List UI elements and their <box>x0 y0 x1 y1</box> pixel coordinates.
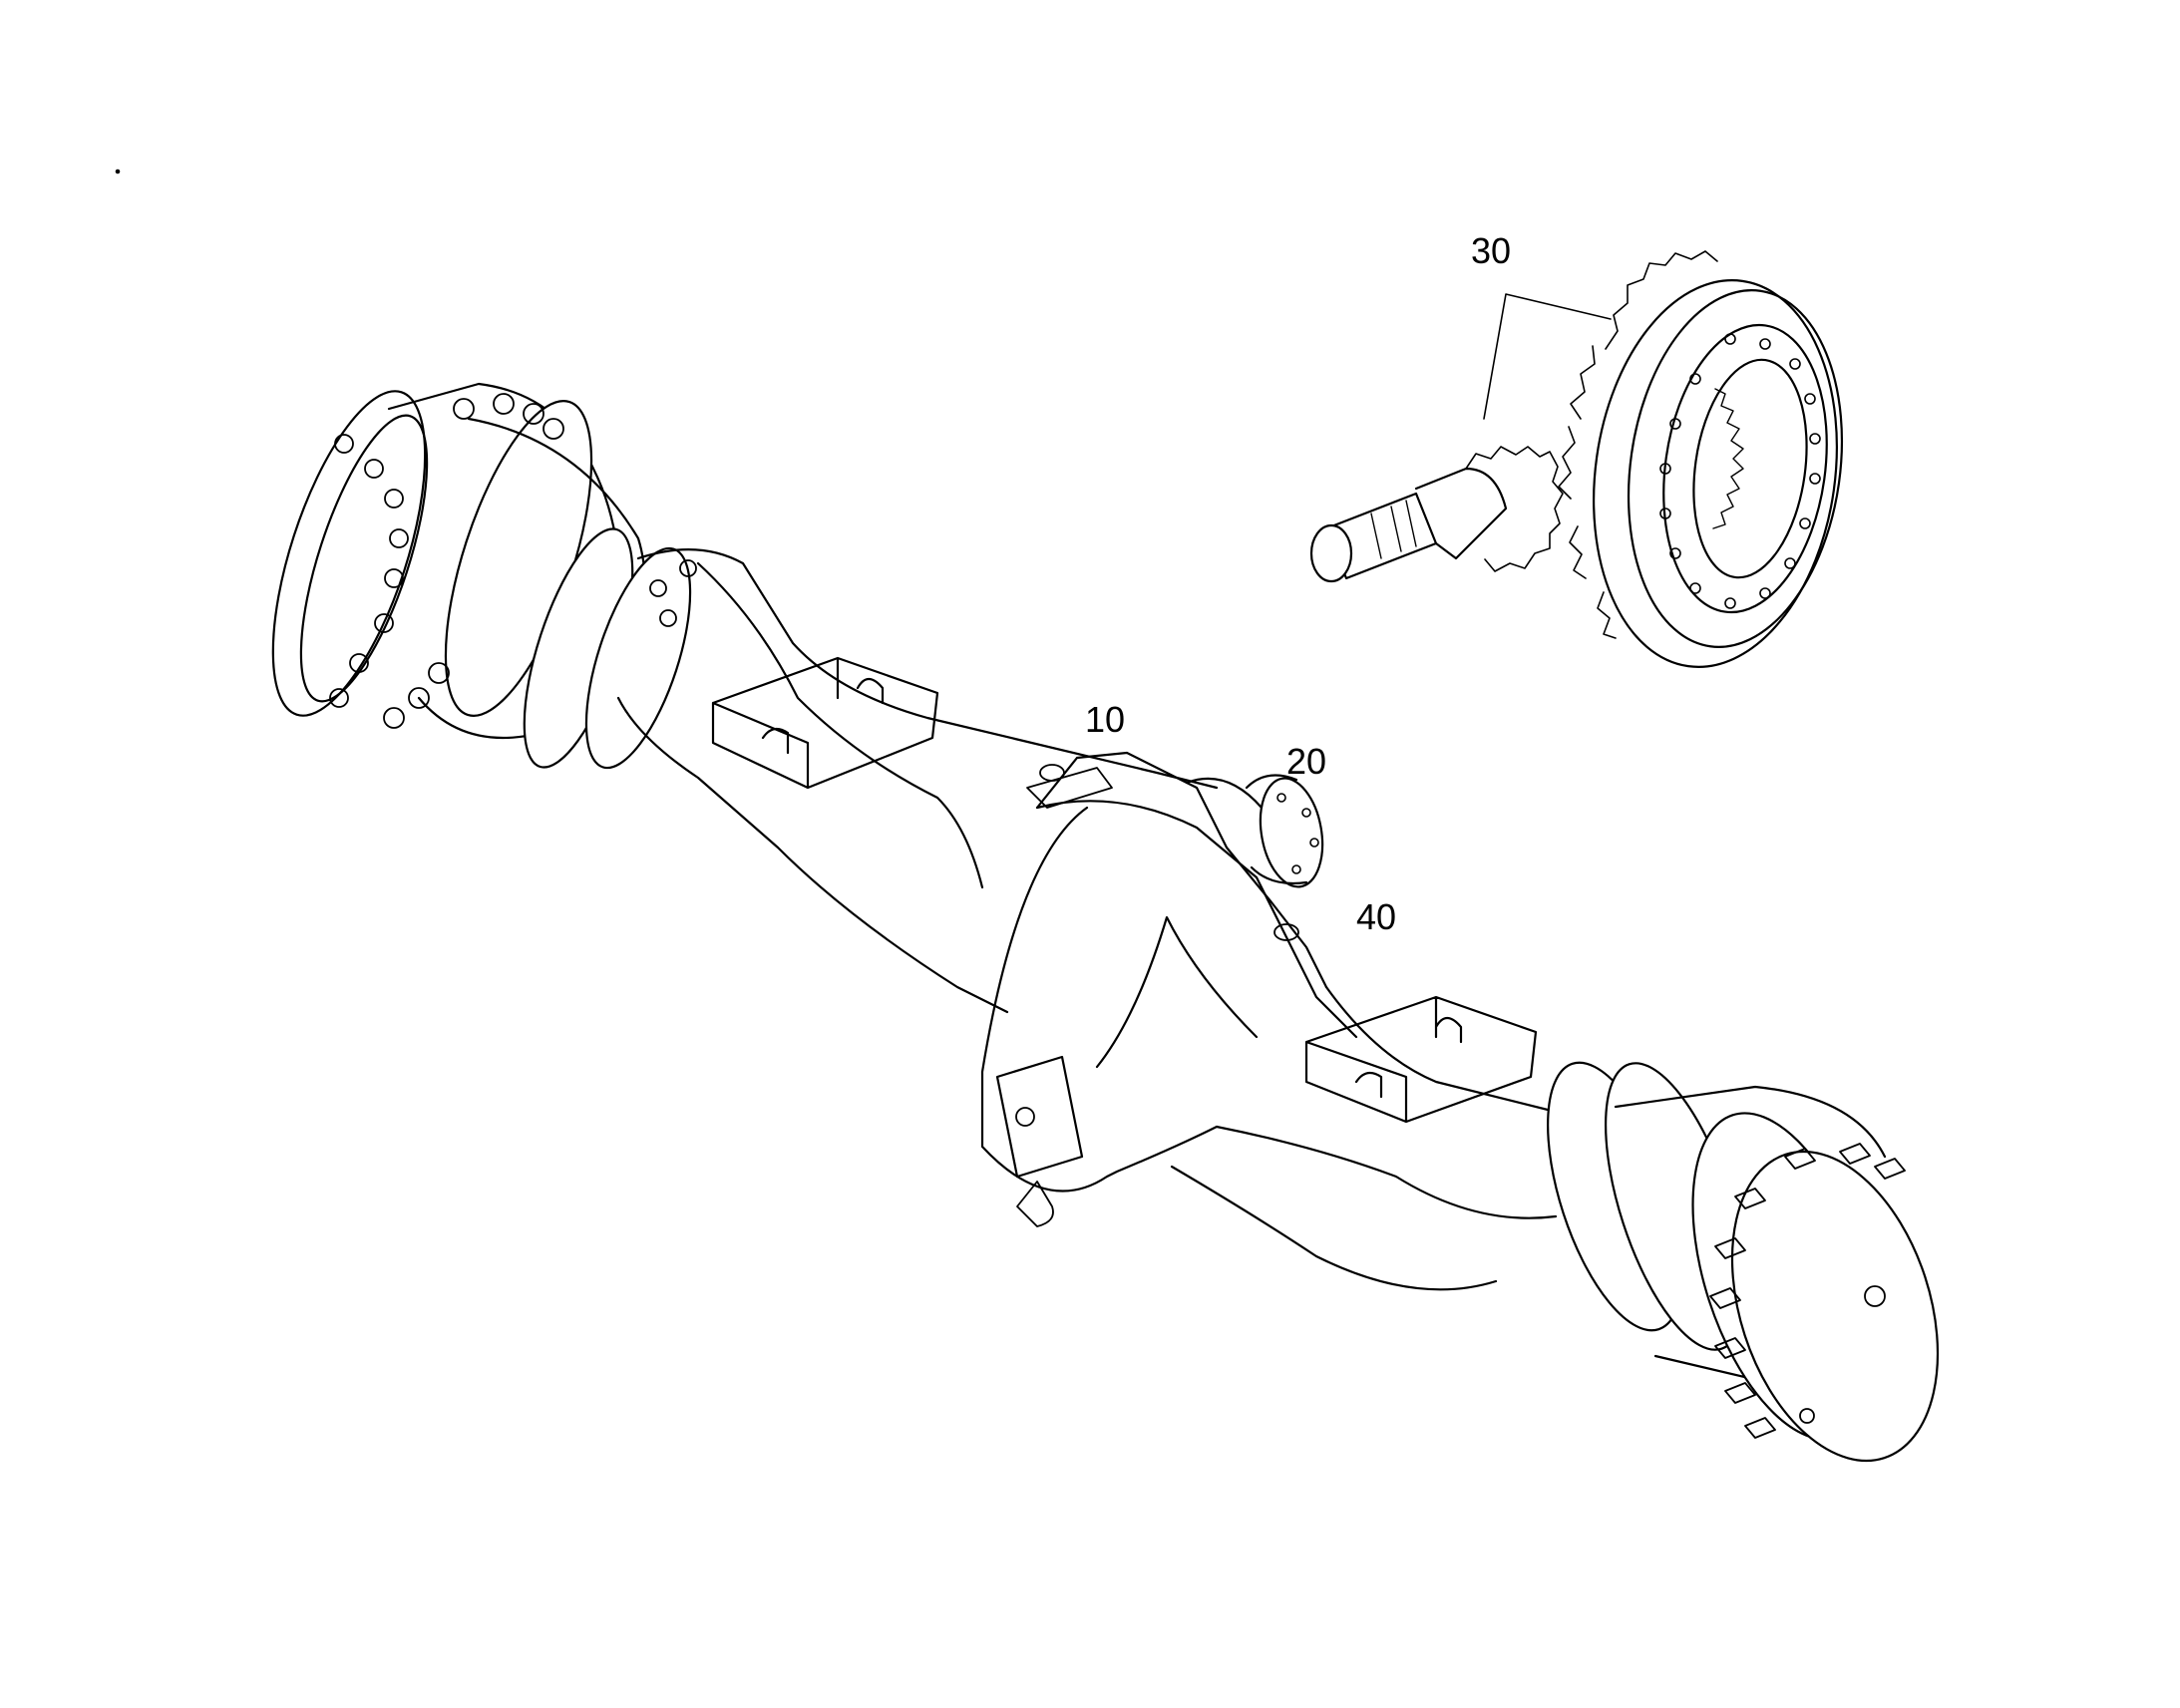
leader-30 <box>1483 293 1612 420</box>
callout-10: 10 <box>1085 699 1126 740</box>
callout-40: 40 <box>1356 896 1397 937</box>
drive-pinion <box>1309 446 1564 583</box>
right-wheel-hub <box>1547 1061 1940 1463</box>
ring-gear <box>1558 250 1844 668</box>
breather-fitting <box>1026 764 1299 941</box>
axle-housing <box>271 382 1940 1463</box>
left-wheel-hub <box>271 382 697 770</box>
center-differential-housing <box>980 751 1358 1227</box>
left-spring-seat <box>711 656 939 790</box>
callout-20: 20 <box>1286 741 1327 782</box>
leader-lines <box>1483 293 1612 420</box>
left-arm <box>616 548 1219 1014</box>
input-flange <box>1245 774 1324 888</box>
callout-30: 30 <box>1471 230 1512 271</box>
right-spring-seat <box>1304 995 1538 1124</box>
stray-dot <box>115 169 121 174</box>
